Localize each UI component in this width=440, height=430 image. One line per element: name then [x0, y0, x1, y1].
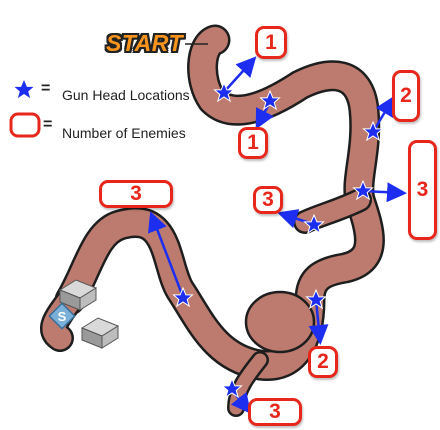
enemy-count-badge: 3 [248, 398, 302, 426]
svg-text:S: S [58, 309, 67, 324]
arrow-start-top [223, 56, 257, 93]
gun-head-star-icon [172, 286, 194, 308]
enemy-count-badge: 3 [99, 180, 173, 208]
enemy-count-badge: 3 [253, 186, 283, 214]
arrow-right-far [363, 182, 407, 203]
enemy-count-badge: 2 [392, 70, 420, 122]
legend-star-icon [14, 80, 34, 99]
gun-head-star-icon [213, 81, 235, 103]
supply-crates: S [48, 279, 120, 349]
enemy-count-badge: 1 [238, 127, 268, 159]
legend-equals: = [43, 116, 53, 133]
enemy-count-badge: 1 [255, 26, 287, 59]
gun-head-markers [172, 81, 384, 399]
crate-icon [80, 317, 120, 349]
gun-head-star-icon [303, 213, 325, 235]
arrow-lower-right [308, 299, 329, 345]
gun-head-star-icon [352, 179, 374, 201]
arrow-right-upper [371, 95, 395, 133]
gun-head-star-icon [305, 288, 327, 310]
legend-enemies-text: Number of Enemies [62, 125, 186, 141]
legend-gun-head-text: Gun Head Locations [62, 87, 190, 103]
legend-equals: = [41, 80, 51, 97]
shield-token-icon: S [48, 302, 76, 330]
gun-head-star-icon [221, 377, 243, 399]
start-label: START [106, 30, 184, 56]
gun-head-star-icon [362, 120, 384, 142]
crate-icon [58, 279, 98, 311]
gun-head-star-icon [259, 89, 281, 111]
enemy-count-badge: 3 [408, 140, 437, 240]
enemy-count-badge: 2 [308, 346, 338, 378]
legend-enemy-box-icon [9, 112, 41, 138]
arrow-top-left [148, 211, 185, 298]
